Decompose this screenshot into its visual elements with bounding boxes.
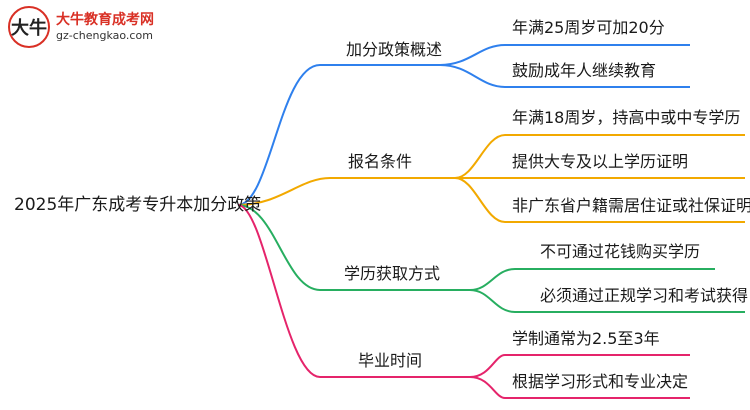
leaf-policy-overview-2: 鼓励成年人继续教育 <box>512 61 657 80</box>
leaf-degree-acquisition-1: 不可通过花钱购买学历 <box>540 242 701 261</box>
edge-root-b1 <box>237 177 331 206</box>
leaf-registration-2: 提供大专及以上学历证明 <box>512 152 689 171</box>
edge-b1-c2 <box>454 177 506 223</box>
leaf-registration-3: 非广东省户籍需居住证或社保证明 <box>512 196 750 215</box>
site-logo: 大牛 大牛教育成考网 gz-chengkao.com <box>8 6 168 50</box>
leaf-degree-acquisition-2: 必须通过正规学习和考试获得 <box>540 286 749 305</box>
leaf-registration-1: 年满18周岁，持高中或中专学历 <box>512 108 741 127</box>
root-topic: 2025年广东成考专升本加分政策 <box>14 195 262 215</box>
logo-emblem: 大牛 <box>8 6 50 48</box>
edge-b0-c1 <box>439 64 506 88</box>
branch-policy-overview: 加分政策概述 <box>346 40 443 59</box>
edge-root-b3 <box>237 204 321 378</box>
logo-url: gz-chengkao.com <box>56 29 153 42</box>
edge-root-b0 <box>237 64 321 206</box>
leaf-graduation-time-2: 根据学习形式和专业决定 <box>512 372 689 391</box>
edge-b3-c1 <box>469 376 506 399</box>
edge-root-b2 <box>237 204 321 291</box>
edge-b0-c0 <box>439 44 506 66</box>
leaf-policy-overview-1: 年满25周岁可加20分 <box>512 18 665 37</box>
branch-registration: 报名条件 <box>348 152 413 171</box>
edge-b1-c0 <box>454 134 506 179</box>
branch-graduation-time: 毕业时间 <box>358 351 423 370</box>
edge-b2-c1 <box>469 289 516 313</box>
branch-degree-acquisition: 学历获取方式 <box>344 264 441 283</box>
logo-glyph: 大牛 <box>11 18 47 39</box>
leaf-graduation-time-1: 学制通常为2.5至3年 <box>512 329 660 348</box>
edge-b2-c0 <box>469 268 516 291</box>
logo-title: 大牛教育成考网 <box>56 12 154 28</box>
edge-b3-c0 <box>469 354 506 378</box>
